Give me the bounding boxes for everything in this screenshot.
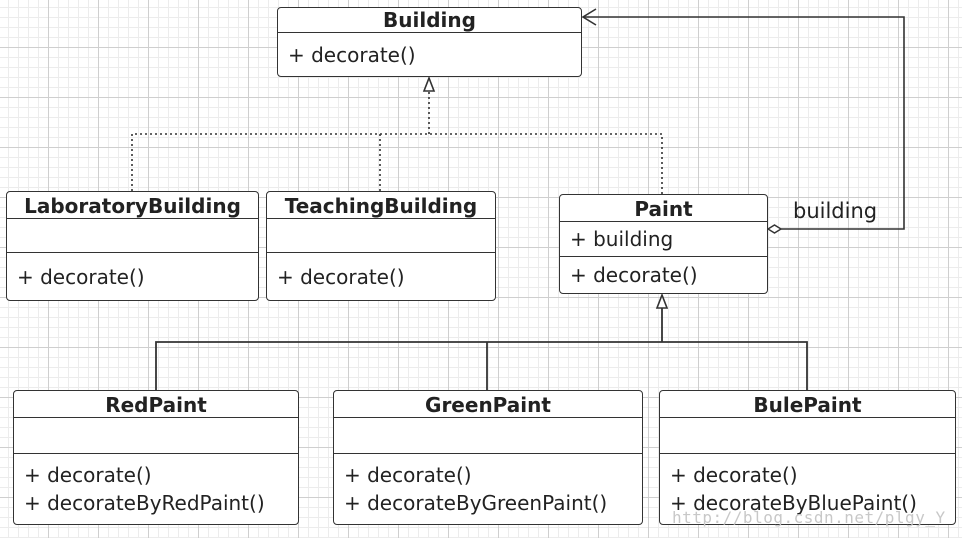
class-red-paint[interactable]: RedPaint + decorate() + decorateByRedPai… [13,390,299,525]
realization-arrowhead [422,75,436,92]
class-name: Paint [560,195,767,222]
class-paint[interactable]: Paint + building + decorate() [559,194,768,294]
watermark-text: http://blog.csdn.net/plgy_Y [672,508,946,527]
generalization-connectors [155,308,808,390]
operations-compartment: + decorate() + decorateByGreenPaint() [334,454,642,524]
operations-compartment: + decorate() + decorateByBluePaint() [660,454,955,524]
class-green-paint[interactable]: GreenPaint + decorate() + decorateByGree… [333,390,643,525]
class-teaching-building[interactable]: TeachingBuilding + decorate() [266,191,496,301]
attribute: + building [570,227,674,251]
class-name: TeachingBuilding [267,192,495,219]
class-building[interactable]: Building + decorate() [277,7,582,77]
realization-line-laboratory [131,133,429,191]
operations-compartment: + decorate() [267,253,495,300]
operation: + decorateByBluePaint() [670,491,917,515]
aggregation-open-arrowhead [581,8,597,26]
generalization-arrowhead [655,292,669,309]
class-name: LaboratoryBuilding [7,192,258,219]
attributes-compartment [7,219,258,253]
realization-line-paint [429,133,663,194]
operation: + decorateByRedPaint() [24,491,265,515]
attributes-compartment: + building [560,222,767,257]
operation: + decorateByGreenPaint() [344,491,608,515]
aggregation-diamond [766,224,783,234]
attributes-compartment [14,418,298,454]
association-label: building [793,199,878,223]
attributes-compartment [267,219,495,253]
class-name: RedPaint [14,391,298,418]
operation: + decorate() [670,463,798,487]
generalization-line-bulepaint [662,341,808,390]
realization-connectors [131,91,663,194]
generalization-line-redpaint [155,341,662,390]
aggregation-line [583,16,905,230]
operation: + decorate() [24,463,152,487]
operation: + decorate() [344,463,472,487]
operations-compartment: + decorate() [278,33,581,76]
class-name: BulePaint [660,391,955,418]
class-laboratory-building[interactable]: LaboratoryBuilding + decorate() [6,191,259,301]
operation: + decorate() [277,264,405,289]
attributes-compartment [334,418,642,454]
class-name: GreenPaint [334,391,642,418]
operation: + decorate() [570,263,698,287]
class-bule-paint[interactable]: BulePaint + decorate() + decorateByBlueP… [659,390,956,525]
attributes-compartment [660,418,955,454]
class-name: Building [278,8,581,33]
aggregation-connector [581,8,905,234]
operation: + decorate() [17,264,145,289]
operations-compartment: + decorate() [560,257,767,293]
operations-compartment: + decorate() [7,253,258,300]
operation: + decorate() [288,42,416,67]
operations-compartment: + decorate() + decorateByRedPaint() [14,454,298,524]
